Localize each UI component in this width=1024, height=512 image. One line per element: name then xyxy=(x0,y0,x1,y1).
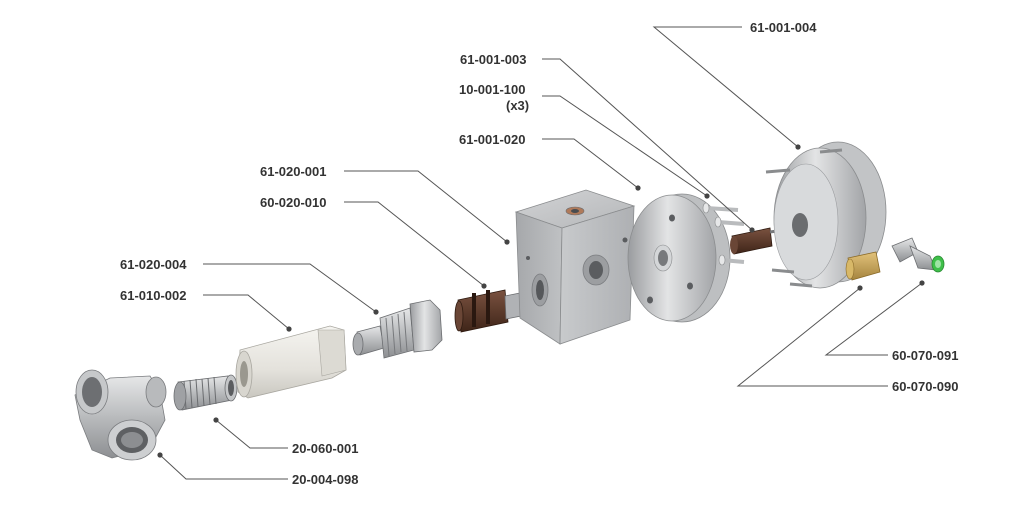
part-label-61-020-001: 61-020-001 xyxy=(260,164,327,179)
elbow-fitting-drawing xyxy=(891,237,945,273)
part-label-61-020-004: 61-020-004 xyxy=(120,257,187,272)
part-label-10-001-100: 10-001-100 xyxy=(459,82,526,97)
callout-leaders xyxy=(157,26,925,480)
part-label-20-060-001: 20-060-001 xyxy=(292,441,359,456)
part-label-61-001-004: 61-001-004 xyxy=(750,20,817,35)
disc-plate-drawing xyxy=(627,193,731,323)
tee-fitting-drawing xyxy=(74,369,167,461)
actuator-pin-drawing xyxy=(730,227,785,255)
part-label-61-001-020: 61-001-020 xyxy=(459,132,526,147)
part-label-60-020-010: 60-020-010 xyxy=(260,195,327,210)
part-label-61-010-002: 61-010-002 xyxy=(120,288,187,303)
part-label-20-004-098: 20-004-098 xyxy=(292,472,359,487)
muffler-drawing xyxy=(845,251,881,281)
valve-cartridge-drawing xyxy=(454,289,522,333)
manifold-block-drawing xyxy=(514,189,636,345)
sleeve-drawing xyxy=(235,325,347,399)
part-label-60-070-090: 60-070-090 xyxy=(892,379,959,394)
connector-drawing xyxy=(352,299,443,359)
screws-drawing xyxy=(702,202,745,266)
part-label-61-001-003: 61-001-003 xyxy=(460,52,527,67)
part-label-60-070-091: 60-070-091 xyxy=(892,348,959,363)
housing-drawing xyxy=(765,141,887,289)
part-label-10-001-100-quantity: (x3) xyxy=(506,98,529,113)
threaded-nipple-drawing xyxy=(173,374,238,411)
